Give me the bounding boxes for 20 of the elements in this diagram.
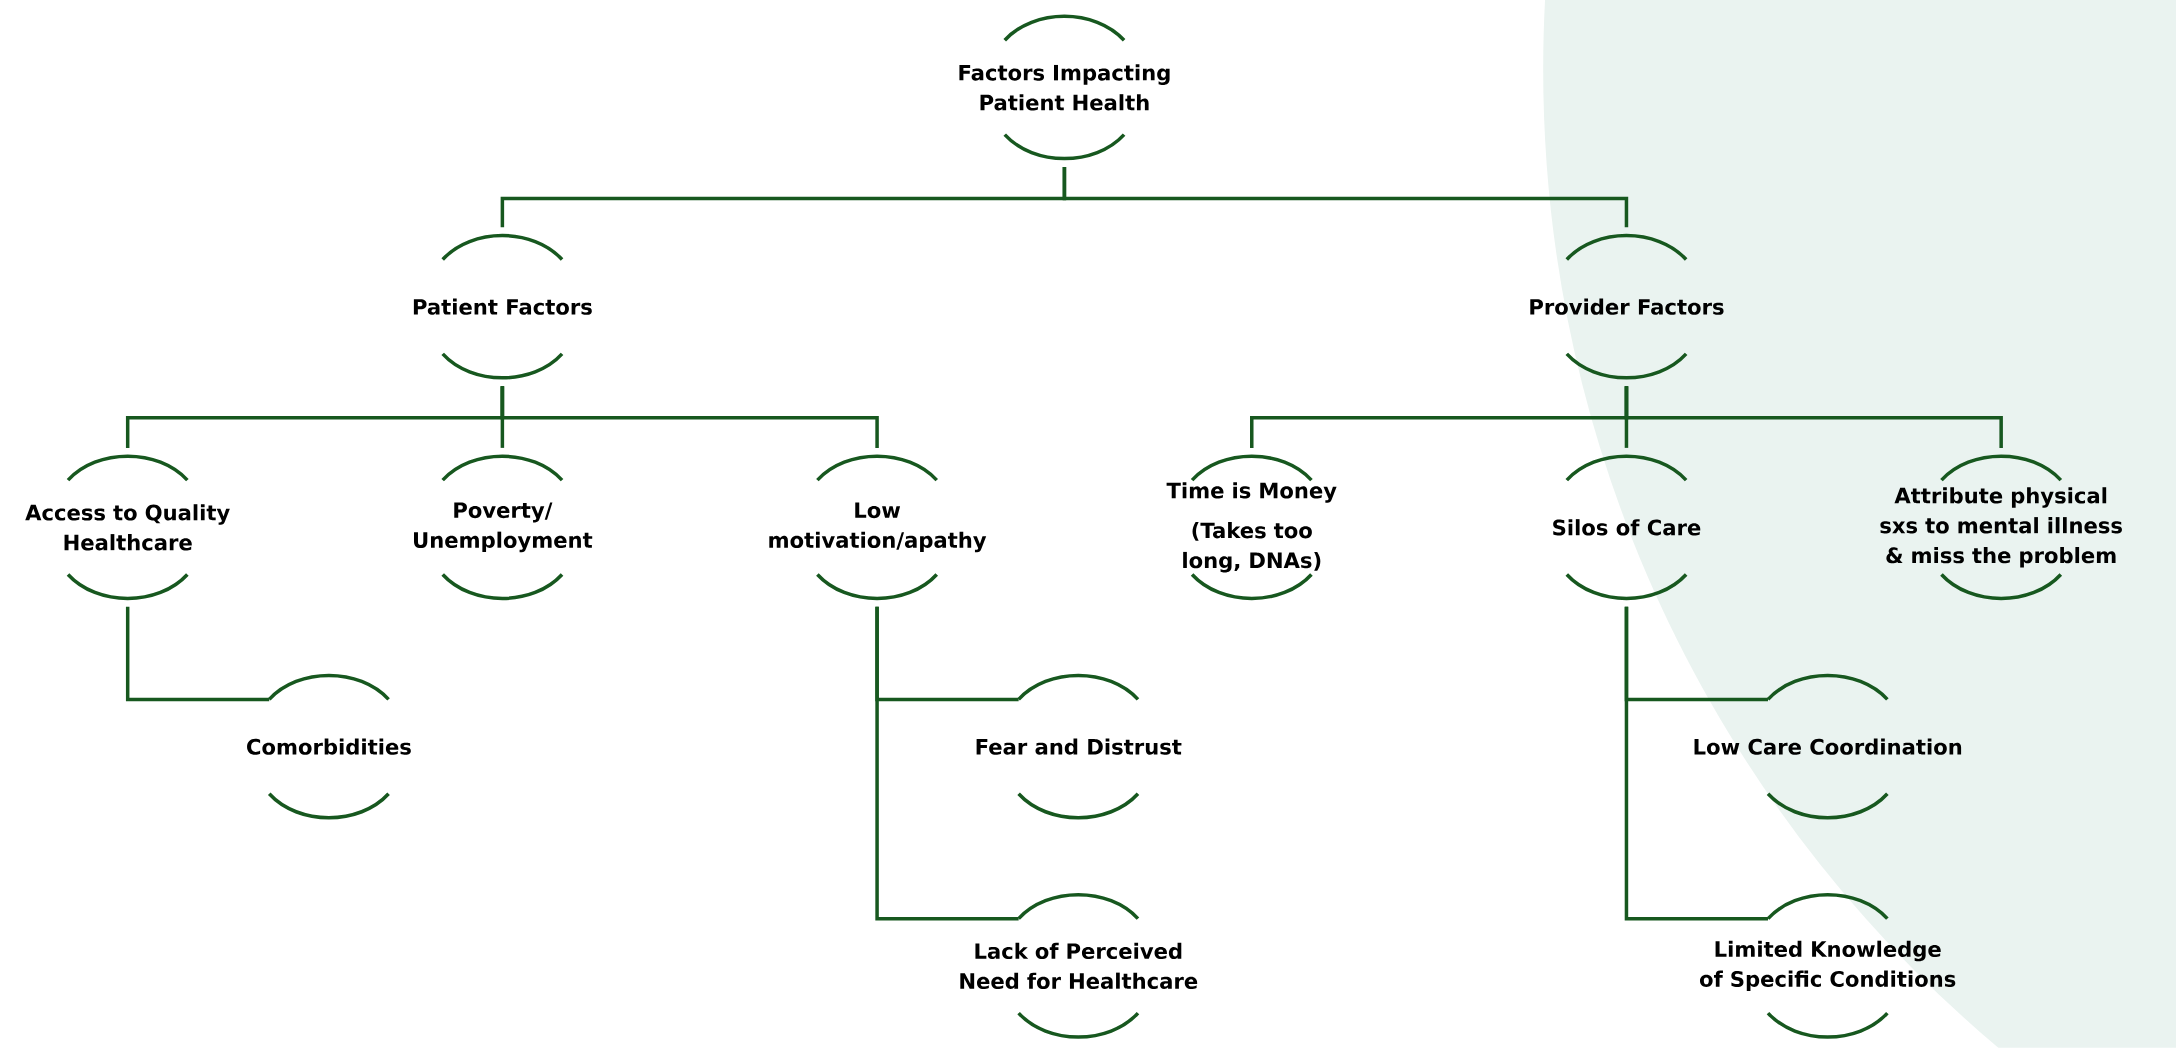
connector-line	[500, 386, 879, 448]
arc-node: Comorbidities	[247, 673, 411, 820]
connector-line	[1624, 386, 2003, 448]
arc-node: Low Care Coordination	[1694, 673, 1962, 820]
arc-node: Silos of Care	[1553, 454, 1701, 601]
arc-node: Patient Factors	[413, 234, 592, 380]
arc-node: Factors Impacting Patient Health	[959, 14, 1170, 161]
arc-node: Time is Money (Takes too long, DNAs)	[1166, 454, 1337, 601]
arc-node: Poverty/ Unemployment	[414, 454, 593, 601]
arc-node: Access to Quality Healthcare	[25, 454, 230, 601]
connector-line	[1062, 167, 1629, 228]
connector-line	[1624, 606, 1768, 921]
arc-node: Provider Factors	[1530, 234, 1724, 380]
connector-line	[875, 606, 1019, 921]
arc-node: Attribute physical sxs to mental illness & miss the problem	[1880, 454, 2122, 601]
arc-node: Low motivation/apathy	[769, 454, 987, 601]
arc-node: Fear and Distrust	[976, 673, 1182, 820]
arc-node: Limited Knowledge of Specific Conditions	[1699, 893, 1956, 1039]
connector-line	[125, 606, 270, 702]
arc-node: Lack of Perceived Need for Healthcare	[960, 893, 1198, 1039]
